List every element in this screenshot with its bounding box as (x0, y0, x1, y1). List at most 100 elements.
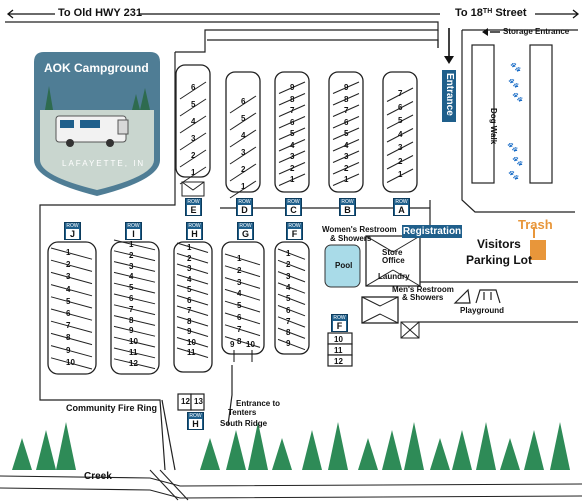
site-h-12: 12 (181, 397, 190, 406)
mens-restroom-label: Men's Restroom (392, 285, 454, 294)
site-a-1: 1 (398, 170, 403, 179)
tree-icon (12, 438, 32, 470)
site-d-4: 4 (241, 131, 246, 140)
site-h-1: 1 (187, 243, 192, 252)
tree-icon (248, 422, 268, 470)
site-j-7: 7 (66, 321, 71, 331)
site-divider (113, 250, 156, 262)
site-divider (229, 112, 257, 131)
site-divider (278, 127, 306, 140)
site-b-8: 8 (344, 94, 349, 104)
site-e-2: 2 (191, 151, 196, 160)
site-g-5: 5 (237, 301, 242, 311)
site-divider (277, 282, 306, 294)
site-divider (176, 305, 209, 316)
site-h-8: 8 (187, 316, 192, 326)
site-d-5: 5 (241, 114, 246, 123)
site-i-11: 11 (129, 348, 138, 357)
site-divider (50, 284, 93, 297)
site-divider (278, 173, 306, 186)
office-label: Office (382, 256, 405, 265)
site-divider (229, 129, 257, 148)
site-divider (113, 239, 156, 251)
site-divider (179, 149, 207, 168)
site-h-4: 4 (187, 274, 192, 284)
dog-walk-label: Dog Walk (489, 108, 498, 145)
site-c-1: 1 (290, 175, 295, 184)
row-badge-word: ROW (189, 413, 202, 419)
parking-lot-label: Parking Lot (466, 253, 533, 267)
site-divider (113, 261, 156, 272)
site-f-5: 5 (286, 294, 291, 304)
site-divider (113, 304, 156, 316)
site-h-7: 7 (187, 306, 192, 315)
row-badge-word: ROW (66, 223, 79, 229)
site-b-3: 3 (344, 152, 349, 161)
row-badge-word: ROW (187, 199, 200, 205)
logo-title: AOK Campground (44, 61, 149, 75)
site-divider (176, 274, 209, 285)
site-divider (277, 259, 306, 272)
site-i-2: 2 (129, 250, 134, 260)
site-divider (386, 155, 414, 170)
site-divider (332, 173, 360, 186)
site-j-9: 9 (66, 345, 71, 355)
site-divider (332, 93, 360, 106)
store-label: Store (382, 248, 403, 257)
svg-text:🐾: 🐾 (508, 78, 519, 89)
site-divider (176, 337, 209, 348)
site-divider (278, 104, 306, 117)
site-d-2: 2 (241, 165, 246, 174)
fire-ring-label: Community Fire Ring (66, 403, 158, 413)
site-i-12: 12 (129, 358, 138, 368)
site-j-6: 6 (66, 309, 71, 318)
site-divider (277, 248, 306, 260)
womens-restroom-label-2: & Showers (330, 234, 372, 243)
site-divider (50, 345, 93, 358)
site-divider (176, 263, 209, 274)
site-h-13: 13 (194, 397, 203, 406)
site-divider (50, 308, 93, 321)
site-divider (332, 127, 360, 140)
site-e-5: 5 (191, 100, 196, 109)
site-b-1: 1 (344, 175, 349, 184)
site-c-9: 9 (290, 83, 295, 92)
logo-subtitle: LAFAYETTE, IN (62, 159, 146, 168)
creek-label: Creek (84, 471, 112, 482)
site-i-8: 8 (129, 315, 134, 325)
site-divider (176, 295, 209, 306)
site-divider (224, 277, 261, 289)
row-badge-letter: D (238, 205, 251, 215)
site-e-3: 3 (191, 134, 196, 143)
site-i-1: 1 (129, 240, 134, 249)
site-f-9: 9 (286, 339, 291, 349)
site-j-5: 5 (66, 296, 71, 306)
site-divider (332, 104, 360, 117)
site-b-7: 7 (344, 106, 349, 115)
site-divider (179, 132, 207, 151)
site-f-2: 2 (286, 260, 291, 270)
site-divider (332, 81, 360, 94)
laundry-label: Laundry (378, 272, 410, 281)
site-divider (278, 139, 306, 152)
pool-label: Pool (335, 261, 353, 270)
site-j-4: 4 (66, 284, 71, 294)
site-divider (277, 305, 306, 317)
site-divider (229, 163, 257, 182)
site-i-10: 10 (129, 337, 138, 347)
street-sup: TH (482, 8, 493, 15)
tree-icon (524, 430, 544, 470)
site-divider (50, 247, 93, 260)
tree-icon (36, 430, 56, 470)
row-badge-word: ROW (287, 199, 300, 205)
site-d-6: 6 (241, 97, 246, 106)
site-g-3: 3 (237, 277, 242, 287)
site-divider (277, 271, 306, 283)
row-badge-word: ROW (238, 199, 251, 205)
site-f-1: 1 (286, 249, 291, 258)
site-divider (332, 139, 360, 152)
